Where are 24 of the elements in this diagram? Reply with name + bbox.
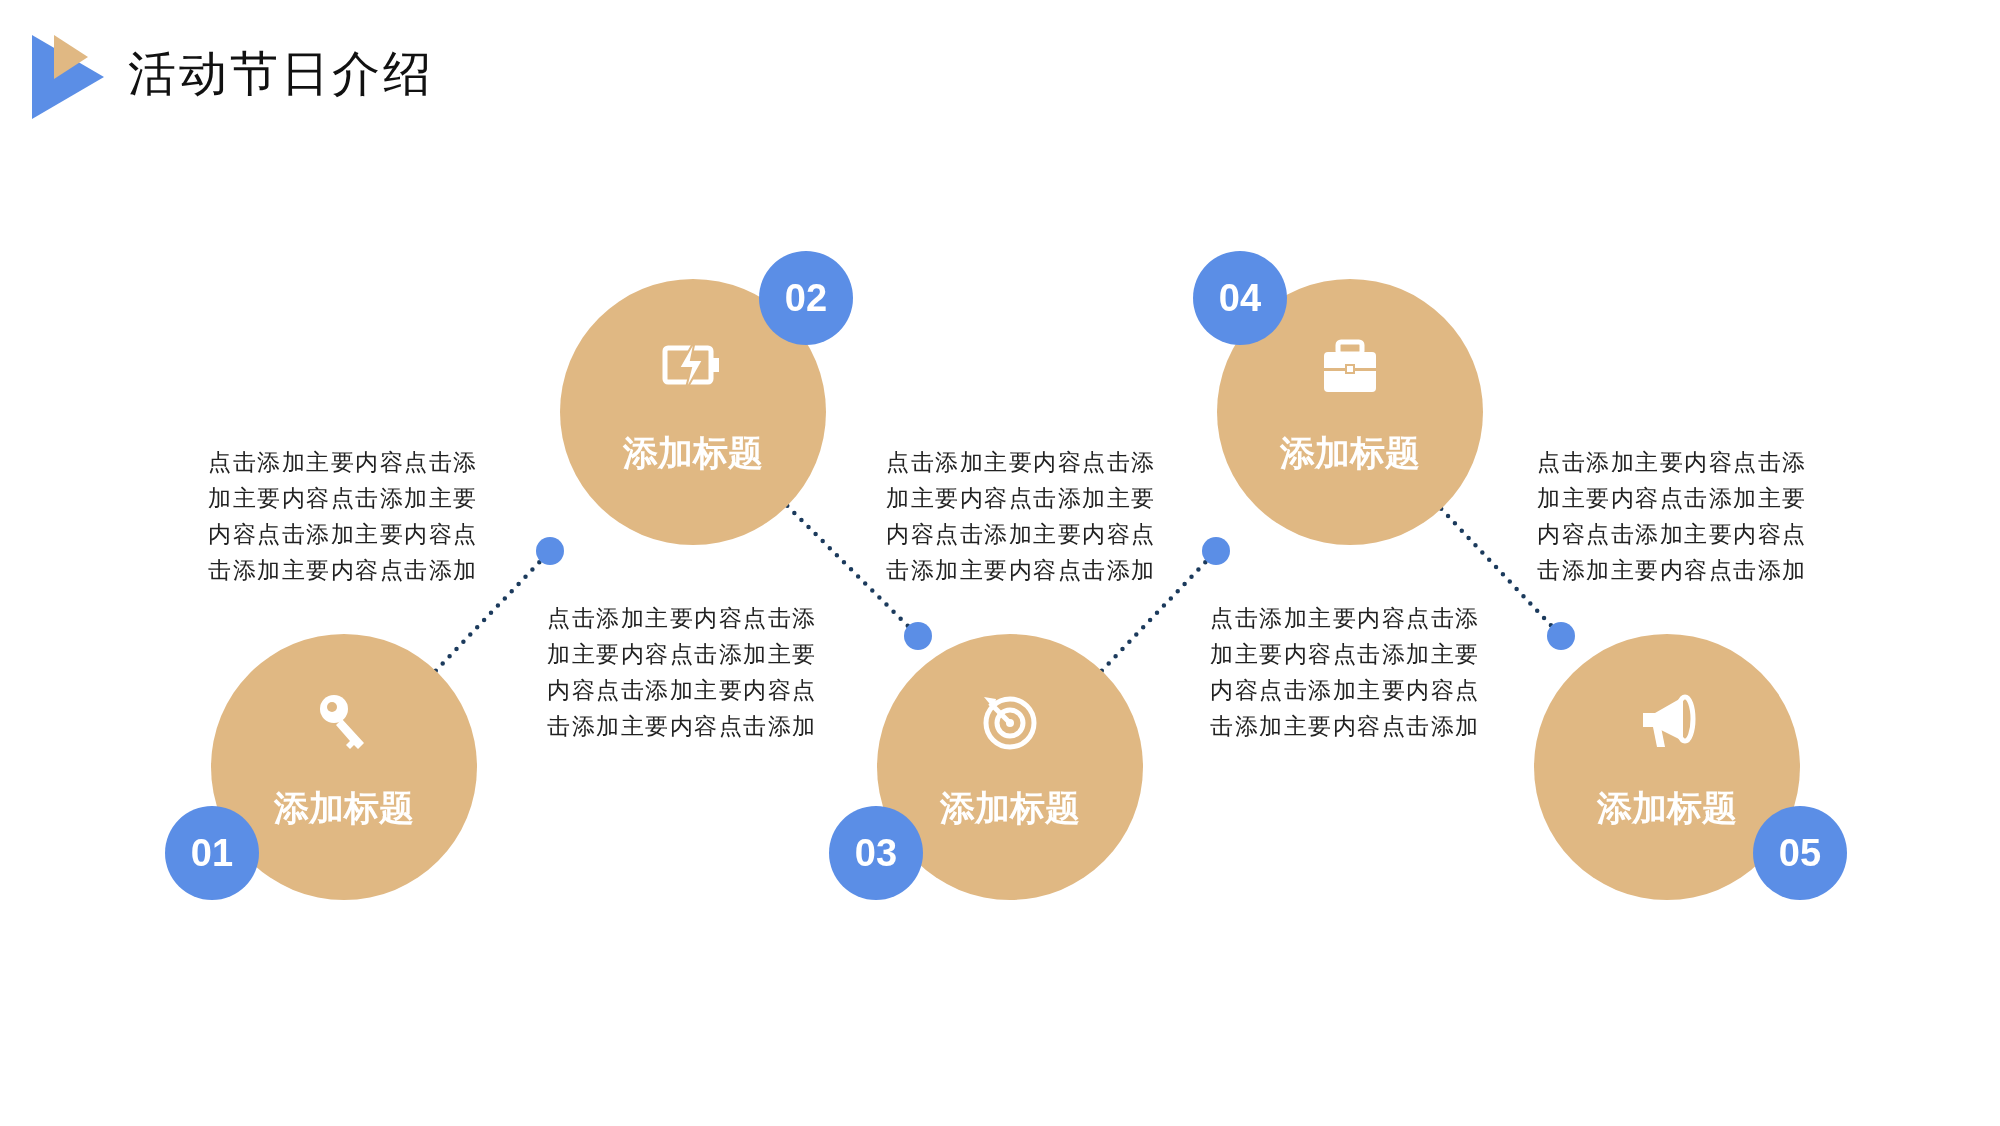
step-title: 添加标题	[1597, 787, 1737, 830]
number-badge: 04	[1193, 251, 1287, 345]
step-title: 添加标题	[623, 432, 763, 475]
connector-dot	[904, 622, 932, 650]
number-badge: 01	[165, 806, 259, 900]
connector-dot	[1202, 537, 1230, 565]
dotted-connector	[785, 503, 911, 629]
step-title: 添加标题	[940, 787, 1080, 830]
body-paragraph: 点击添加主要内容点击添加主要内容点击添加主要内容点击添加主要内容点击添加主要内容点击添加	[547, 604, 818, 741]
body-paragraph: 点击添加主要内容点击添加主要内容点击添加主要内容点击添加主要内容点击添加主要内容点击添加	[1210, 604, 1481, 741]
slide-title: 活动节日介绍	[128, 44, 434, 103]
body-paragraph: 点击添加主要内容点击添加主要内容点击添加主要内容点击添加主要内容点击添加主要内容点击添加	[886, 448, 1157, 585]
connector-dot	[536, 537, 564, 565]
body-paragraph: 点击添加主要内容点击添加主要内容点击添加主要内容点击添加主要内容点击添加主要内容点击添加	[1537, 448, 1808, 585]
number-badge: 02	[759, 251, 853, 345]
number-badge: 03	[829, 806, 923, 900]
dotted-connector	[1099, 558, 1209, 673]
body-paragraph: 点击添加主要内容点击添加主要内容点击添加主要内容点击添加主要内容点击添加主要内容点击添加	[208, 448, 479, 585]
connector-dot	[1547, 622, 1575, 650]
number-badge: 05	[1753, 806, 1847, 900]
step-title: 添加标题	[1280, 432, 1420, 475]
dotted-connector	[1438, 506, 1554, 629]
dotted-connector	[433, 558, 543, 673]
step-title: 添加标题	[274, 787, 414, 830]
